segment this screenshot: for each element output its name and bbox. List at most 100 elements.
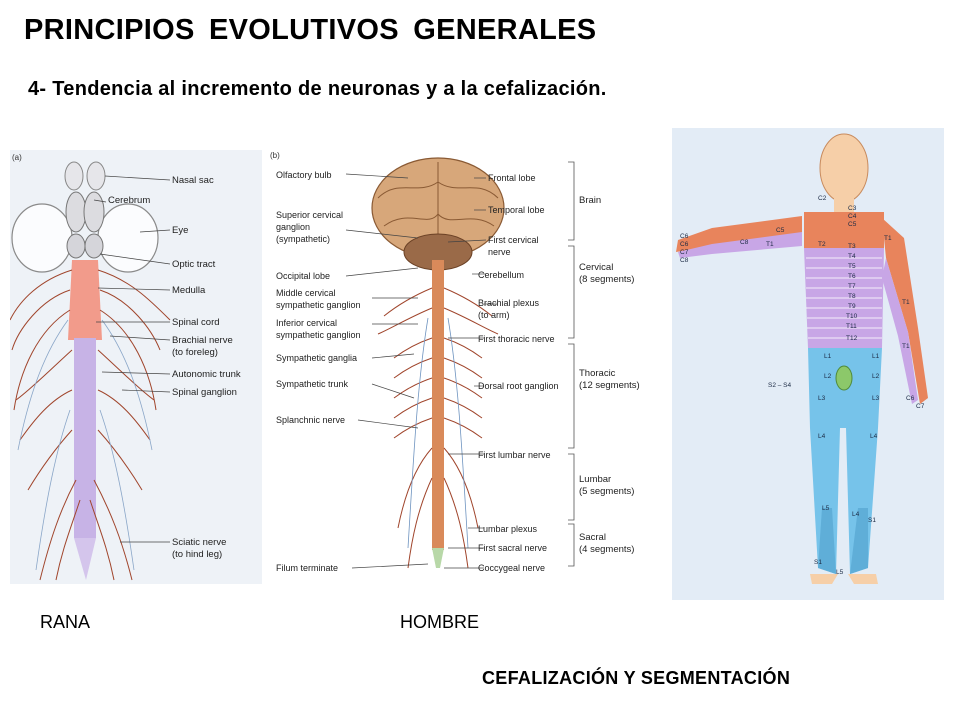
derm-t2: T2 <box>818 241 826 248</box>
human-label-coccygeal-nerve: Coccygeal nerve <box>478 563 545 573</box>
human-diagram: (b) Olfactory bulb Superior cervical gan… <box>270 151 640 573</box>
human-label-sympathetic: (sympathetic) <box>276 234 330 244</box>
human-label-cerebellum: Cerebellum <box>478 270 524 280</box>
derm-t1-right-arm-2: T1 <box>902 343 910 350</box>
human-label-middle-cervical-ganglion: sympathetic ganglion <box>276 300 361 310</box>
derm-l4-right: L4 <box>870 433 878 440</box>
derm-l2-right: L2 <box>872 373 880 380</box>
derm-s1-right: S1 <box>868 517 876 524</box>
frog-cerebrum-left <box>65 191 87 233</box>
human-label-inferior-cervical: Inferior cervical <box>276 318 337 328</box>
page-subtitle: 4- Tendencia al incremento de neuronas y… <box>28 78 607 100</box>
dermatome-figure: C2 C3 C4 C5 C6 C6 C7 C8 C5 C8 T1 T1 T2 T… <box>672 128 944 600</box>
human-spinal-cord <box>432 260 444 550</box>
derm-l3-right: L3 <box>872 395 880 402</box>
derm-t4: T4 <box>848 253 856 260</box>
region-cervical: Cervical <box>579 262 613 273</box>
frog-left-eye <box>11 203 73 273</box>
derm-c7-right: C7 <box>916 403 925 410</box>
dermatome-diagram: C2 C3 C4 C5 C6 C6 C7 C8 C5 C8 T1 T1 T2 T… <box>676 133 928 584</box>
human-label-inferior-cervical-ganglion: sympathetic ganglion <box>276 330 361 340</box>
derm-t1-right-arm: T1 <box>902 299 910 306</box>
frog-medulla <box>68 260 102 340</box>
dermatome-sacral-area <box>835 365 853 391</box>
derm-t8: T8 <box>848 293 856 300</box>
frog-right-eye <box>97 203 159 273</box>
human-label-lumbar-plexus: Lumbar plexus <box>478 524 538 534</box>
human-label-first-sacral-nerve: First sacral nerve <box>478 543 547 553</box>
derm-l4-lower: L4 <box>852 511 860 518</box>
frog-nasal-sac-right <box>86 161 106 191</box>
derm-l5-foot: L5 <box>836 569 844 576</box>
derm-t11: T11 <box>846 323 857 330</box>
region-lumbar-segments: (5 segments) <box>579 486 634 497</box>
derm-t12: T12 <box>846 335 858 342</box>
human-label-olfactory-bulb: Olfactory bulb <box>276 170 332 180</box>
human-label-first-lumbar-nerve: First lumbar nerve <box>478 450 551 460</box>
frog-panel-letter: (a) <box>12 153 22 162</box>
frog-nasal-sac-left <box>64 161 84 191</box>
frog-label-spinal-ganglion: Spinal ganglion <box>172 387 237 398</box>
derm-s1-left: S1 <box>814 559 822 566</box>
caption-human: HOMBRE <box>400 612 480 632</box>
human-label-splanchnic-nerve: Splanchnic nerve <box>276 415 345 425</box>
caption-frog: RANA <box>40 612 91 632</box>
frog-label-sciatic-nerve: Sciatic nerve <box>172 537 226 548</box>
human-label-to-arm: (to arm) <box>478 310 510 320</box>
derm-l5-left: L5 <box>822 505 830 512</box>
derm-c5: C5 <box>848 221 857 228</box>
page-title: PRINCIPIOS EVOLUTIVOS GENERALES <box>24 14 597 46</box>
human-label-frontal-lobe: Frontal lobe <box>488 173 536 183</box>
derm-t1-right: T1 <box>884 235 892 242</box>
frog-label-cerebrum: Cerebrum <box>108 195 150 206</box>
derm-t9: T9 <box>848 303 856 310</box>
derm-s2-s4: S2 – S4 <box>768 382 792 389</box>
human-label-occipital-lobe: Occipital lobe <box>276 271 330 281</box>
human-label-superior-cervical: Superior cervical <box>276 210 343 220</box>
region-sacral-segments: (4 segments) <box>579 544 634 555</box>
frog-label-to-hind-leg: (to hind leg) <box>172 549 222 560</box>
region-brain: Brain <box>579 195 601 206</box>
human-label-first-thoracic-nerve: First thoracic nerve <box>478 334 555 344</box>
dermatome-cervical-band <box>804 212 884 248</box>
human-nervous-system-figure: (b) Olfactory bulb Superior cervical gan… <box>268 148 654 584</box>
human-panel-letter: (b) <box>270 151 280 160</box>
human-label-ganglion: ganglion <box>276 222 310 232</box>
derm-l4-left: L4 <box>818 433 826 440</box>
region-thoracic: Thoracic <box>579 368 616 379</box>
derm-c8-left: C8 <box>680 257 689 264</box>
human-label-filum-terminate: Filum terminate <box>276 563 338 573</box>
human-label-first-cervical: First cervical <box>488 235 539 245</box>
frog-label-to-foreleg: (to foreleg) <box>172 347 218 358</box>
derm-c6-left: C6 <box>680 233 689 240</box>
derm-c6-left-2: C6 <box>680 241 689 248</box>
derm-t5: T5 <box>848 263 856 270</box>
dermatome-right-arm <box>882 218 928 404</box>
frog-nerves <box>10 269 171 581</box>
human-label-dorsal-root-ganglion: Dorsal root ganglion <box>478 381 559 391</box>
frog-spinal-cord <box>74 338 96 538</box>
footer-title: CEFALIZACIÓN Y SEGMENTACIÓN <box>482 668 791 688</box>
human-label-sympathetic-ganglia: Sympathetic ganglia <box>276 353 357 363</box>
derm-c6-right: C6 <box>906 395 915 402</box>
human-label-brachial-plexus: Brachial plexus <box>478 298 540 308</box>
region-cervical-segments: (8 segments) <box>579 274 634 285</box>
derm-t3: T3 <box>848 243 856 250</box>
derm-l1-right: L1 <box>872 353 880 360</box>
region-brackets <box>568 161 575 567</box>
derm-t6: T6 <box>848 273 856 280</box>
region-sacral: Sacral <box>579 532 606 543</box>
derm-t7: T7 <box>848 283 856 290</box>
region-lumbar: Lumbar <box>579 474 611 485</box>
derm-l3-left: L3 <box>818 395 826 402</box>
frog-label-optic-tract: Optic tract <box>172 259 216 270</box>
derm-l1-left: L1 <box>824 353 832 360</box>
frog-label-medulla: Medulla <box>172 285 206 296</box>
frog-label-autonomic-trunk: Autonomic trunk <box>172 369 241 380</box>
derm-c3: C3 <box>848 205 857 212</box>
frog-diagram: (a) Nasal sac Cer <box>10 153 241 581</box>
dermatome-left-arm <box>676 216 802 252</box>
derm-c7-left: C7 <box>680 249 689 256</box>
derm-t1-left-arm: T1 <box>766 241 774 248</box>
frog-label-eye: Eye <box>172 225 188 236</box>
